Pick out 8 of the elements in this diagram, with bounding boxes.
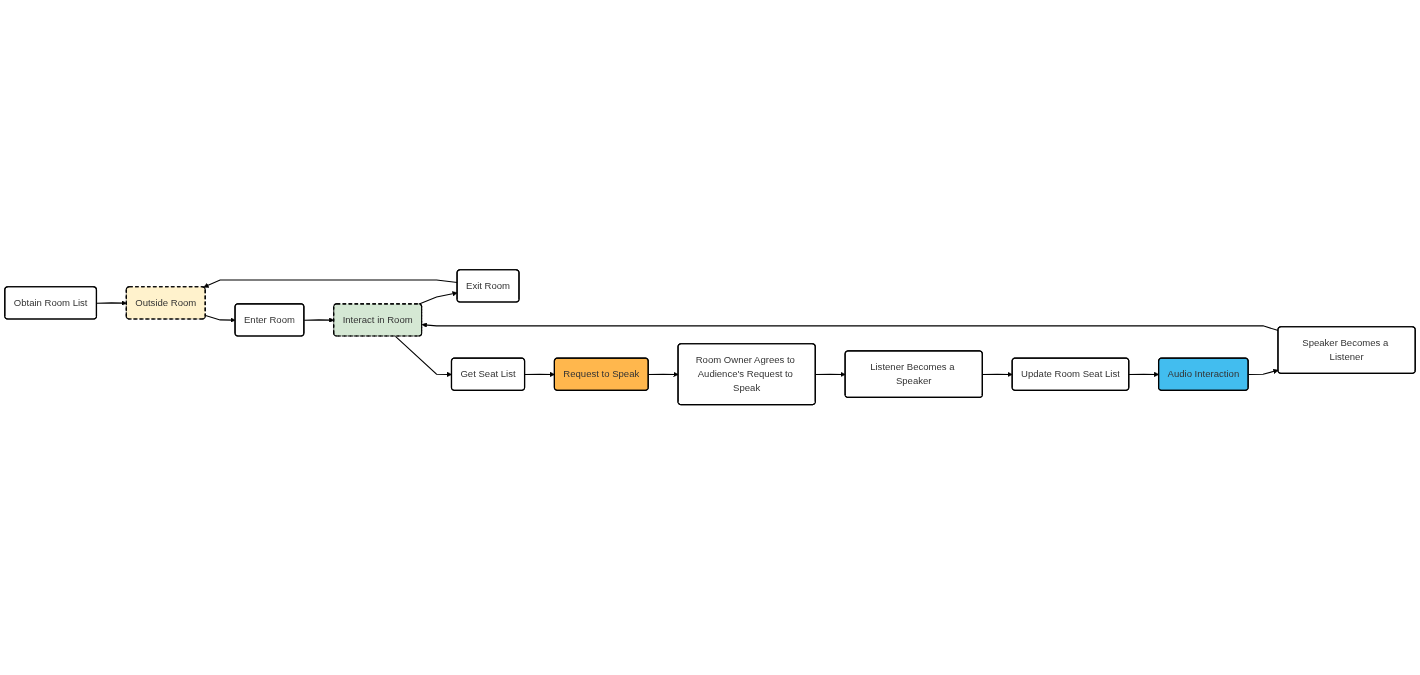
- arrow: [982, 372, 1013, 378]
- arrow: [418, 291, 458, 305]
- arrow: [203, 279, 458, 289]
- arrow: [394, 336, 452, 378]
- arrow: [815, 372, 846, 378]
- arrow: [421, 322, 1279, 332]
- arrow: [96, 300, 127, 306]
- arrow: [524, 372, 555, 378]
